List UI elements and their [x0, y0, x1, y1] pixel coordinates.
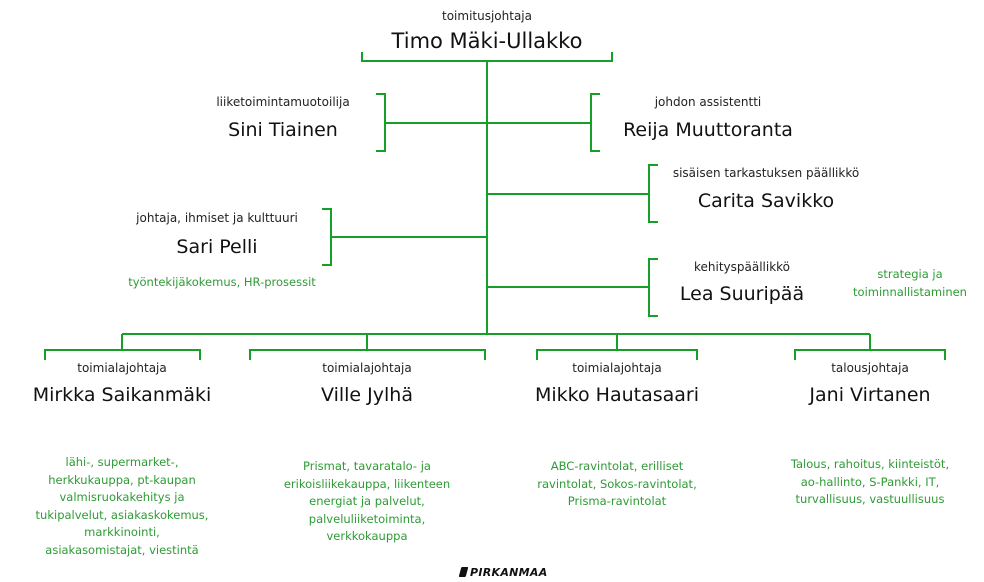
director-role-4: talousjohtaja — [831, 361, 909, 375]
connector-reija-muuttoranta — [487, 93, 600, 152]
pirkanmaa-logo: PIRKANMAA — [458, 566, 548, 579]
s-logo-icon — [458, 567, 469, 577]
director-bracket-4 — [794, 349, 946, 360]
director-name-2: Ville Jylhä — [321, 384, 413, 406]
staff-role-sini-tiainen: liiketoimintamuotoilija — [216, 95, 350, 109]
staff-role-carita-savikko: sisäisen tarkastuksen päällikkö — [672, 166, 860, 180]
connector-lea-suuripaa — [487, 258, 658, 317]
staff-name-sari-pelli: Sari Pelli — [176, 236, 258, 258]
staff-role-lea-suuripaa: kehityspäällikkö — [693, 260, 791, 274]
director-name-3: Mikko Hautasaari — [534, 384, 700, 406]
director-name-4: Jani Virtanen — [809, 384, 931, 406]
staff-note-lea-suuripaa: strategia ja toiminnallistaminen — [853, 267, 967, 299]
director-role-1: toimialajohtaja — [77, 361, 167, 375]
ceo-role: toimitusjohtaja — [442, 9, 532, 23]
ceo-bracket — [361, 52, 613, 62]
staff-name-lea-suuripaa: Lea Suuripää — [679, 283, 805, 305]
director-note-1: lähi-, supermarket-, herkkukauppa, pt-ka… — [35, 455, 209, 557]
connector-carita-savikko — [487, 164, 658, 223]
staff-role-reija-muuttoranta: johdon assistentti — [654, 95, 762, 109]
director-note-3: ABC-ravintolat, erilliset ravintolat, So… — [537, 459, 697, 508]
logo-text: PIRKANMAA — [470, 566, 548, 579]
ceo-name: Timo Mäki-Ullakko — [391, 29, 583, 53]
staff-name-sini-tiainen: Sini Tiainen — [228, 119, 338, 141]
director-bracket-3 — [536, 349, 698, 360]
director-bracket-1 — [44, 349, 201, 360]
director-role-3: toimialajohtaja — [572, 361, 662, 375]
connector-sini-tiainen — [376, 93, 487, 152]
staff-name-reija-muuttoranta: Reija Muuttoranta — [623, 119, 793, 141]
staff-name-carita-savikko: Carita Savikko — [697, 190, 835, 212]
director-bracket-2 — [249, 349, 486, 360]
director-note-4: Talous, rahoitus, kiinteistöt, ao-hallin… — [790, 457, 950, 506]
director-name-1: Mirkka Saikanmäki — [32, 384, 212, 406]
staff-note-sari-pelli: työntekijäkokemus, HR-prosessit — [128, 275, 316, 289]
director-role-2: toimialajohtaja — [322, 361, 412, 375]
connector-sari-pelli — [322, 208, 487, 266]
staff-role-sari-pelli: johtaja, ihmiset ja kulttuuri — [136, 211, 298, 225]
director-note-2: Prismat, tavaratalo- ja erikoisliikekaup… — [283, 459, 451, 543]
